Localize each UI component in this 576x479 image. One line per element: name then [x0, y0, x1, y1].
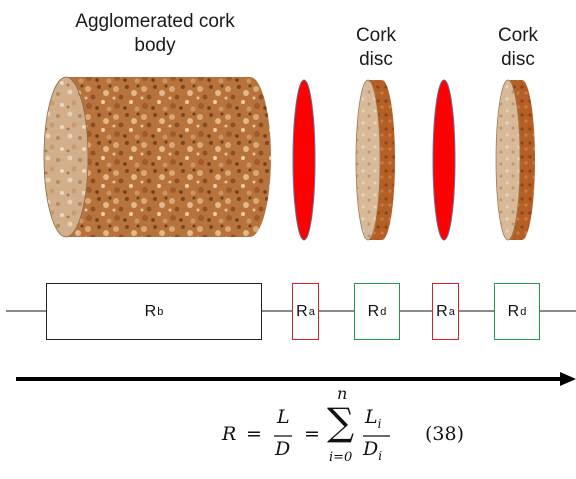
formula-equals-1: = — [246, 423, 262, 445]
formula-frac1-denominator: D — [275, 438, 291, 460]
cork-disc-2-face — [495, 79, 521, 241]
arrow-head-icon — [560, 372, 576, 386]
formula-frac2-denominator: Di — [363, 438, 382, 463]
resistor-adhesive-1-symbol: R — [296, 302, 308, 320]
formula-frac2-numerator-subscript: i — [377, 416, 382, 431]
label-agglomerated-cork-body: Agglomerated cork body — [75, 11, 235, 56]
resistor-adhesive-1-subscript: a — [308, 305, 315, 318]
resistor-adhesive-2-subscript: a — [448, 305, 455, 318]
resistance-formula: R = L D = n ∑ i=0 Li Di (38) — [216, 384, 516, 472]
cork-body-cylinder — [43, 76, 271, 238]
resistor-body-symbol: R — [144, 302, 157, 320]
cork-disc-2 — [495, 79, 535, 241]
formula-frac1-numerator: L — [277, 406, 290, 428]
formula-frac2-numerator-symbol: L — [365, 406, 378, 428]
label-cork-disc-1: Cork disc — [355, 25, 397, 70]
resistor-disc-1-symbol: R — [367, 302, 380, 320]
cork-disc-1 — [355, 79, 395, 241]
resistor-body-subscript: b — [157, 305, 164, 318]
formula-frac2-denominator-symbol: D — [363, 438, 379, 460]
resistor-disc-1-subscript: d — [380, 305, 387, 318]
cork-body-end-face — [43, 76, 89, 238]
resistor-disc-2-symbol: R — [507, 302, 520, 320]
adhesive-layer-1 — [292, 79, 316, 241]
formula-frac2-numerator: Li — [365, 406, 381, 431]
formula-lhs: R — [222, 423, 237, 445]
resistor-disc-2-subscript: d — [520, 305, 527, 318]
formula-sum-symbol: ∑ — [327, 400, 355, 444]
direction-arrow — [16, 372, 576, 386]
formula-equation-number: (38) — [425, 423, 465, 445]
formula-equals-2: = — [304, 423, 320, 445]
cork-disc-1-face — [355, 79, 381, 241]
cork-body-side — [66, 77, 271, 237]
formula-frac2-denominator-subscript: i — [378, 448, 383, 463]
formula-sum-upper: n — [337, 384, 348, 403]
adhesive-layer-2 — [432, 79, 456, 241]
formula-sum-lower: i=0 — [329, 450, 353, 465]
label-cork-disc-2: Cork disc — [497, 25, 539, 70]
resistor-adhesive-2-symbol: R — [436, 302, 448, 320]
